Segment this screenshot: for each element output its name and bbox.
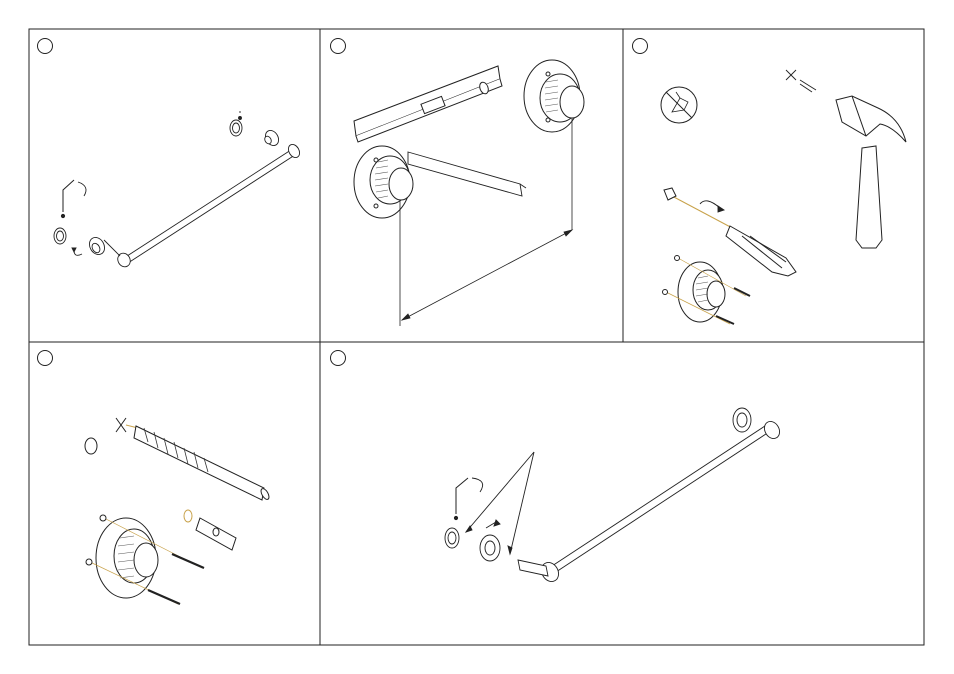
drill-bit-icon bbox=[116, 418, 271, 501]
panel-step-1 bbox=[38, 39, 302, 270]
right-wall-flange bbox=[524, 60, 584, 132]
step-number-circle-3 bbox=[633, 39, 648, 54]
screwdriver-icon bbox=[664, 188, 796, 276]
rotate-arrow-icon bbox=[700, 201, 724, 212]
hammer-icon bbox=[836, 96, 906, 248]
step-number-circle-5 bbox=[331, 351, 346, 366]
wall-flange-with-screws bbox=[663, 256, 751, 325]
panel-step-5 bbox=[331, 351, 783, 585]
step-number-circle-4 bbox=[38, 351, 53, 366]
drill-hole-marker bbox=[85, 438, 97, 454]
wall-flange-with-screws bbox=[86, 515, 204, 604]
panel-grid bbox=[29, 29, 924, 645]
nail-icon bbox=[786, 70, 816, 92]
panel-step-4 bbox=[38, 351, 271, 605]
step-number-circle-2 bbox=[331, 39, 346, 54]
mounting-rod bbox=[408, 152, 526, 196]
no-power-drill-icon bbox=[661, 87, 697, 123]
spirit-level-icon bbox=[354, 66, 502, 142]
left-wall-flange bbox=[354, 146, 413, 218]
towel-bar-illustration bbox=[54, 111, 302, 269]
allen-key-icon bbox=[454, 478, 468, 520]
dimension-line bbox=[400, 118, 572, 326]
panel-step-2 bbox=[331, 39, 585, 327]
panel-step-3 bbox=[633, 39, 907, 325]
step-number-circle-1 bbox=[38, 39, 53, 54]
allen-key-icon bbox=[61, 180, 74, 218]
pointer-arrows bbox=[466, 452, 534, 554]
wall-anchor-icon bbox=[184, 510, 236, 550]
rotate-arrow-icon bbox=[72, 182, 86, 255]
towel-bar-illustration bbox=[445, 408, 783, 585]
